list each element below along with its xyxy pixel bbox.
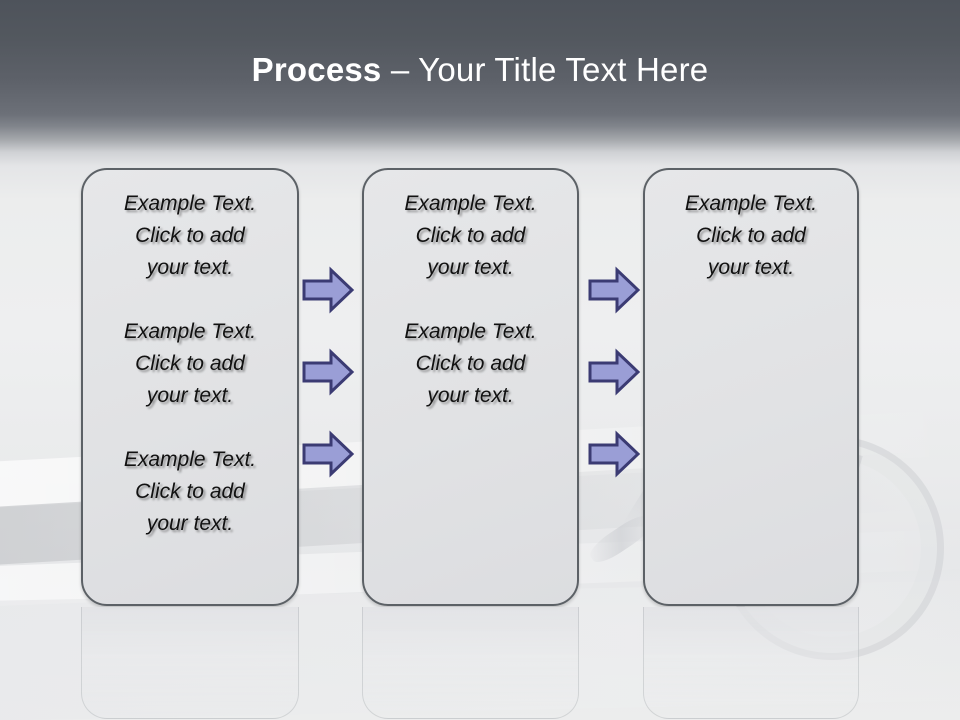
process-text-1-2[interactable]: Example Text. Click to add your text. — [123, 320, 257, 407]
process-text-2-1[interactable]: Example Text. Click to add your text. — [404, 192, 537, 279]
process-text-1-3[interactable]: Example Text. Click to add your text. — [123, 448, 257, 535]
process-box-1[interactable]: Example Text. Click to add your text. Ex… — [81, 168, 299, 606]
slide-title-strong: Process — [251, 51, 382, 88]
right-arrow-icon-2[interactable] — [302, 348, 355, 396]
process-box-2[interactable]: Example Text. Click to add your text. Ex… — [362, 168, 579, 606]
right-arrow-icon-6[interactable] — [588, 430, 641, 478]
right-arrow-icon-3[interactable] — [302, 430, 355, 478]
slide-title: Process – Your Title Text Here — [0, 48, 960, 92]
process-text-1-1[interactable]: Example Text. Click to add your text. — [123, 192, 257, 279]
slide-title-rest: – Your Title Text Here — [381, 51, 709, 88]
process-text-3-1[interactable]: Example Text. Click to add your text. — [684, 192, 818, 279]
right-arrow-icon-4[interactable] — [588, 266, 641, 314]
right-arrow-icon-5[interactable] — [588, 348, 641, 396]
process-box-3[interactable]: Example Text. Click to add your text. — [643, 168, 859, 606]
process-text-2-2[interactable]: Example Text. Click to add your text. — [404, 320, 537, 407]
right-arrow-icon-1[interactable] — [302, 266, 355, 314]
